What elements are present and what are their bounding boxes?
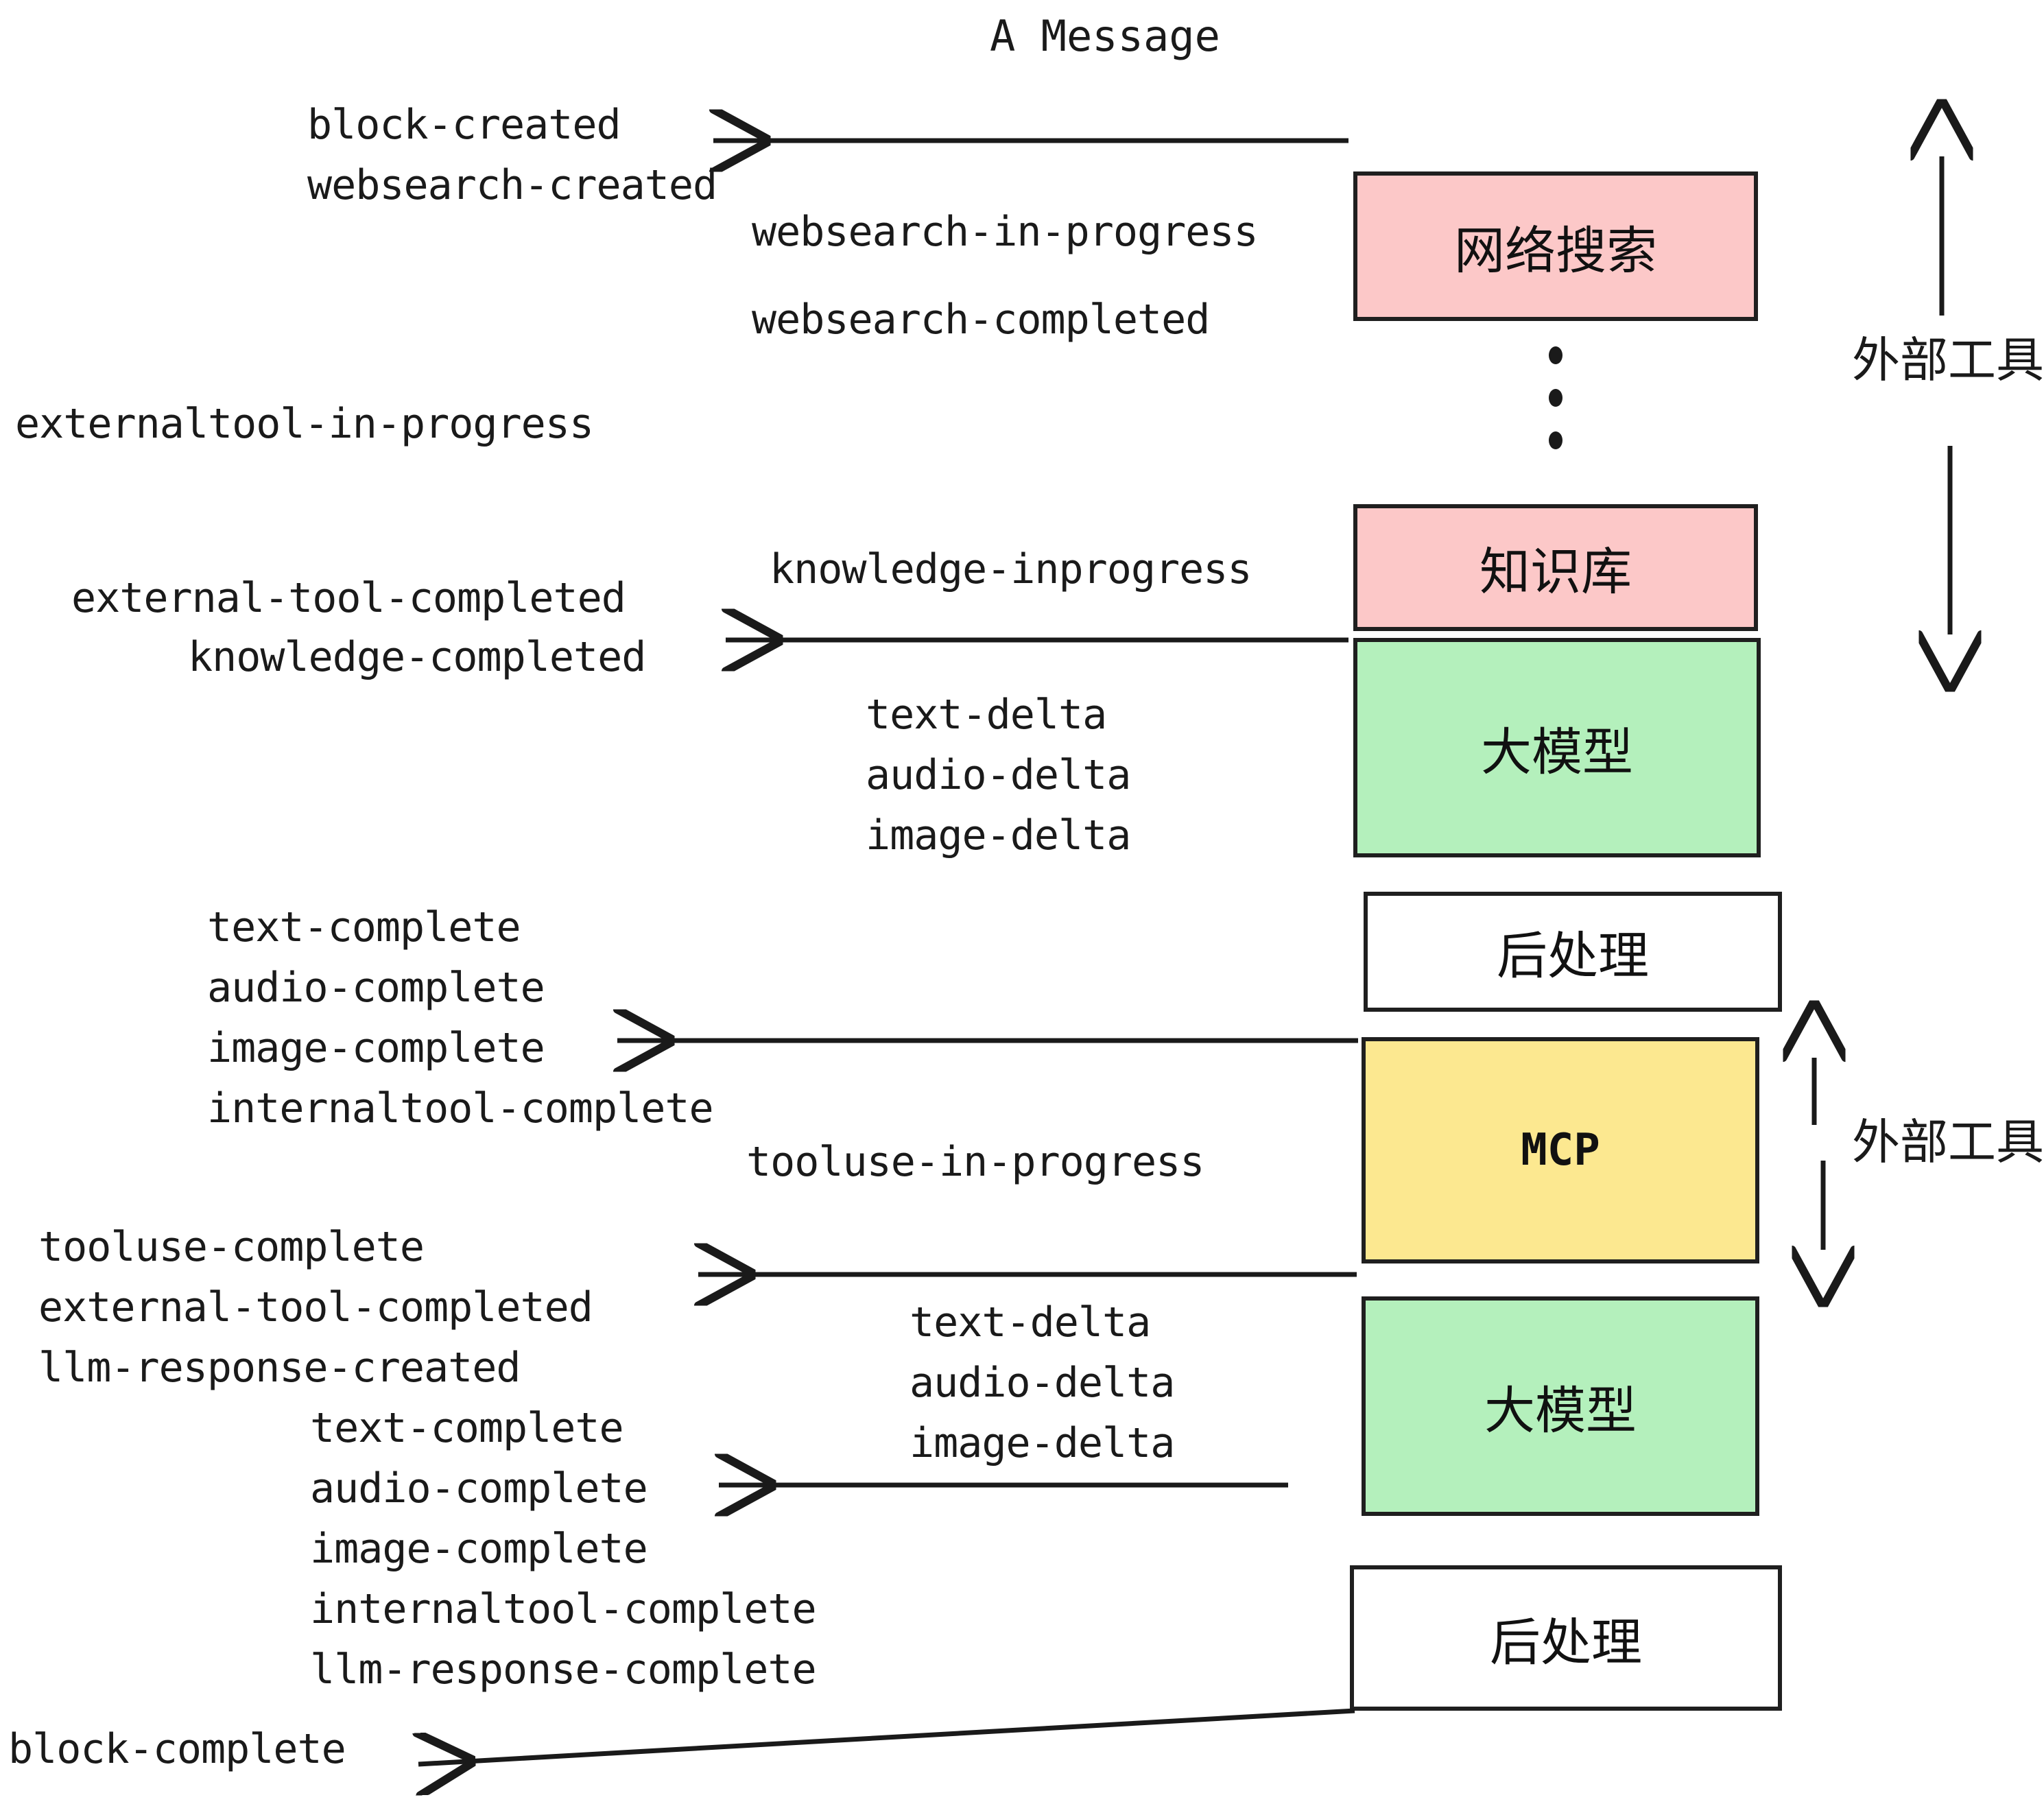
arrow-block-complete [418,1708,1355,1764]
event-label-audio-delta-1: audio-delta [866,751,1131,799]
event-label-llm-response-complete: llm-response-complete [310,1646,817,1694]
event-label-llm-response-created: llm-response-created [38,1344,521,1392]
event-label-audio-complete-1: audio-complete [207,964,545,1012]
component-label-websearch: 网络搜索 [1454,221,1657,281]
event-label-image-delta-2: image-delta [910,1419,1175,1467]
component-box-websearch: 网络搜索 [1353,171,1758,321]
ellipsis-dot-1 [1549,346,1562,364]
event-label-knowledge-completed: knowledge-completed [188,633,646,681]
ellipsis-dot-2 [1549,389,1562,407]
event-label-internaltool-complete-1: internaltool-complete [207,1084,714,1132]
component-label-postprocess-upper: 后处理 [1497,927,1649,986]
event-label-image-complete-2: image-complete [310,1525,648,1573]
event-label-text-complete-2: text-complete [310,1404,624,1452]
component-box-mcp: MCP [1362,1037,1759,1263]
event-label-text-delta-1: text-delta [866,691,1107,739]
component-box-knowledgebase: 知识库 [1353,504,1758,631]
component-box-llm-lower: 大模型 [1362,1296,1759,1516]
diagram-title: A Message [990,11,1220,61]
event-label-externaltool-in-progress: externaltool-in-progress [15,400,594,448]
event-label-text-complete-1: text-complete [207,903,521,951]
event-label-knowledge-inprogress: knowledge-inprogress [770,545,1252,593]
component-label-llm-lower: 大模型 [1484,1381,1637,1440]
event-label-tooluse-complete: tooluse-complete [38,1223,425,1271]
ellipsis-dot-3 [1549,431,1562,449]
event-label-text-delta-2: text-delta [910,1298,1151,1346]
event-label-internaltool-complete-2: internaltool-complete [310,1585,817,1633]
event-label-external-tool-completed-1: external-tool-completed [71,574,626,622]
component-label-postprocess-lower: 后处理 [1490,1613,1642,1672]
annotation-external-tools-lower: 外部工具 [1852,1114,2044,1170]
event-label-image-complete-1: image-complete [207,1024,545,1072]
event-label-tooluse-in-progress: tooluse-in-progress [746,1138,1204,1186]
component-box-llm-upper: 大模型 [1353,638,1761,857]
component-label-mcp: MCP [1521,1125,1600,1176]
annotation-external-tools-upper: 外部工具 [1852,332,2044,388]
event-label-websearch-in-progress: websearch-in-progress [752,208,1259,256]
event-label-block-created: block-created [307,101,621,149]
component-label-llm-upper: 大模型 [1481,722,1633,782]
event-label-websearch-completed: websearch-completed [752,296,1210,344]
event-label-websearch-created: websearch-created [307,161,717,209]
component-box-postprocess-lower: 后处理 [1350,1565,1782,1711]
component-box-postprocess-upper: 后处理 [1364,892,1782,1012]
event-label-image-delta-1: image-delta [866,811,1131,859]
event-label-audio-delta-2: audio-delta [910,1359,1175,1407]
event-label-external-tool-completed-2: external-tool-completed [38,1283,593,1331]
component-label-knowledgebase: 知识库 [1479,543,1632,602]
event-label-audio-complete-2: audio-complete [310,1464,648,1512]
event-label-block-complete: block-complete [8,1725,346,1773]
